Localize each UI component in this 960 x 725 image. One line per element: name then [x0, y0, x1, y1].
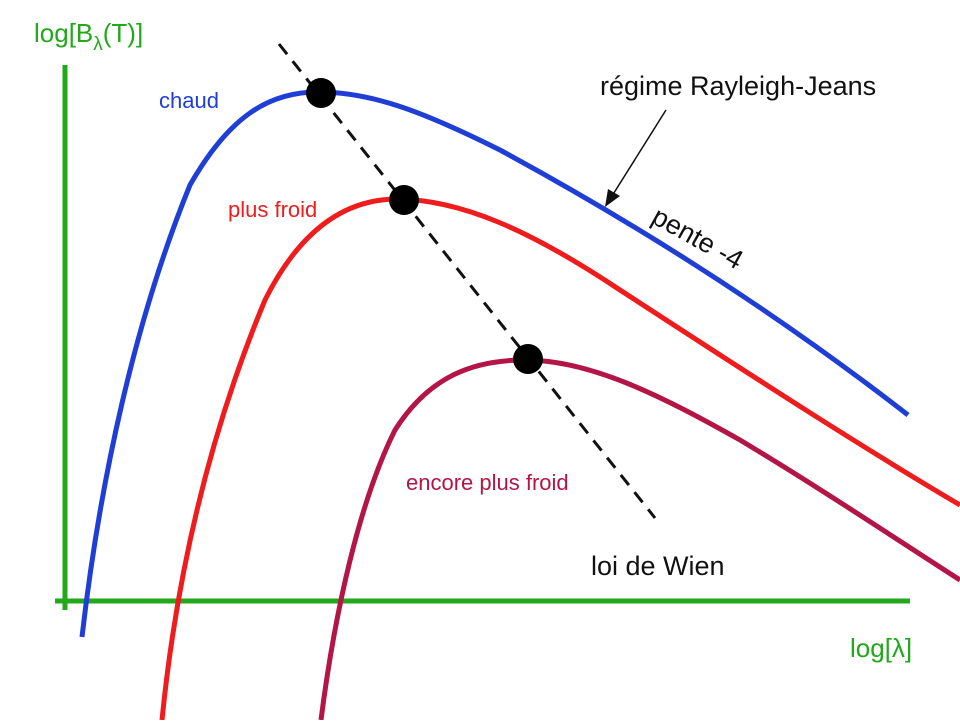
cold-curve: [159, 196, 960, 721]
cold-curve-label: plus froid: [228, 197, 317, 222]
cold-peak-marker: [389, 185, 419, 215]
wien-law-label: loi de Wien: [591, 551, 725, 581]
colder-peak-marker: [513, 344, 543, 374]
colder-curve-label: encore plus froid: [406, 470, 569, 495]
arrow-head-icon: [605, 189, 620, 207]
hot-curve-label: chaud: [159, 88, 219, 113]
colder-curve: [318, 357, 960, 721]
rayleigh-jeans-arrow: [611, 109, 667, 197]
x-axis-label: log[λ]: [850, 633, 912, 663]
hot-peak-marker: [306, 78, 336, 108]
rayleigh-jeans-label: régime Rayleigh-Jeans: [600, 71, 876, 101]
wien-law-line: [277, 43, 657, 519]
y-axis-label: log[Bλ(T)]: [34, 18, 143, 55]
